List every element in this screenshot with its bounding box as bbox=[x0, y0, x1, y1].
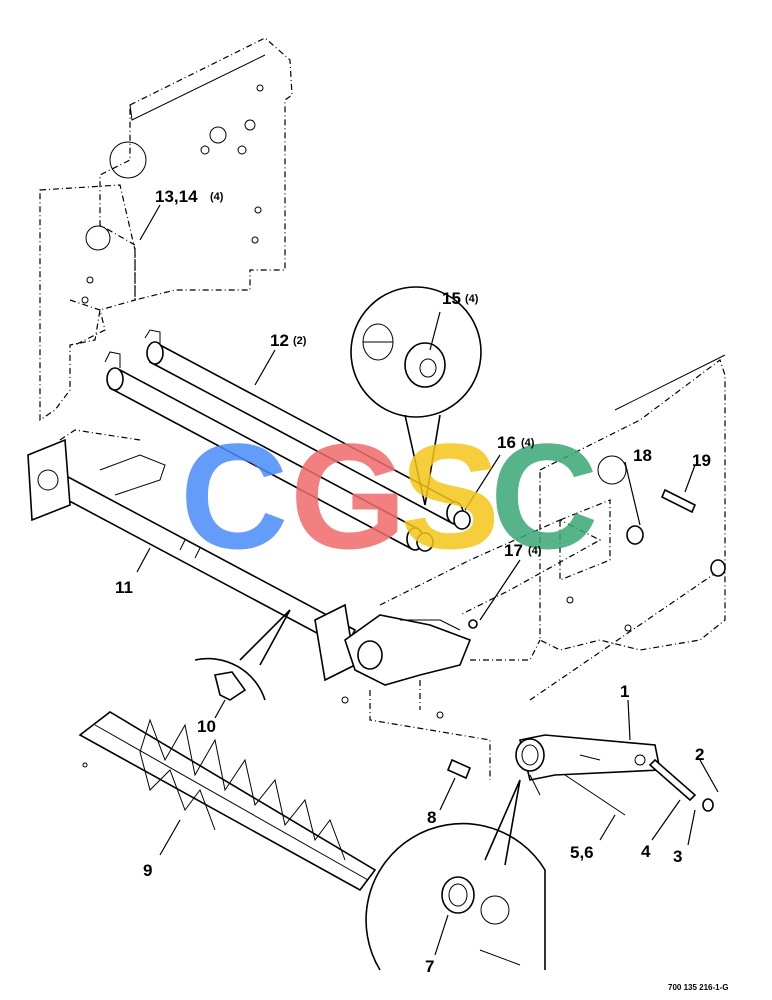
callout-2: 2 bbox=[695, 745, 704, 764]
callout-17-qty: (4) bbox=[528, 545, 542, 557]
inset-bushing bbox=[365, 779, 546, 971]
callout-17: 17 bbox=[504, 541, 523, 560]
callout-8: 8 bbox=[427, 808, 436, 827]
inset-grease-fitting bbox=[194, 609, 291, 701]
frame-panel bbox=[39, 37, 293, 422]
callout-4: 4 bbox=[641, 842, 651, 861]
leader-lines bbox=[136, 204, 719, 956]
watermark-letter-g: G bbox=[290, 412, 407, 580]
callout-12-qty: (2) bbox=[293, 335, 307, 347]
inset-bearing bbox=[350, 286, 482, 506]
callout-1: 1 bbox=[620, 682, 629, 701]
right-side-plate bbox=[539, 354, 726, 651]
watermark-letter-c1: C bbox=[180, 412, 288, 580]
callout-16: 16 bbox=[497, 433, 516, 452]
auger-flighting bbox=[78, 711, 377, 892]
callout-15-qty: (4) bbox=[465, 293, 479, 305]
callout-16-qty: (4) bbox=[521, 437, 535, 449]
callout-18: 18 bbox=[633, 446, 652, 465]
watermark-letter-c2: C bbox=[490, 412, 598, 580]
callout-19: 19 bbox=[692, 451, 711, 470]
callout-3: 3 bbox=[673, 847, 682, 866]
callout-11: 11 bbox=[115, 578, 133, 597]
callout-labels: 1 2 3 4 5,6 7 8 9 10 11 12 (2) 13,14 (4)… bbox=[115, 187, 711, 976]
right-linkage bbox=[314, 519, 602, 780]
callout-5-6: 5,6 bbox=[570, 843, 594, 862]
watermark-letter-s: S bbox=[400, 412, 500, 580]
drawing-number: 700 135 216-1-G bbox=[668, 983, 729, 992]
callout-13-14: 13,14 bbox=[155, 187, 198, 206]
watermark: C G S C bbox=[180, 412, 598, 580]
callout-10: 10 bbox=[197, 717, 216, 736]
callout-7: 7 bbox=[425, 957, 434, 976]
callout-15: 15 bbox=[442, 289, 461, 308]
callout-9: 9 bbox=[143, 861, 152, 880]
callout-12: 12 bbox=[270, 331, 289, 350]
small-parts bbox=[341, 488, 726, 719]
left-flange bbox=[27, 429, 166, 522]
bracket-assembly bbox=[446, 569, 721, 816]
callout-13-14-qty: (4) bbox=[210, 191, 224, 203]
